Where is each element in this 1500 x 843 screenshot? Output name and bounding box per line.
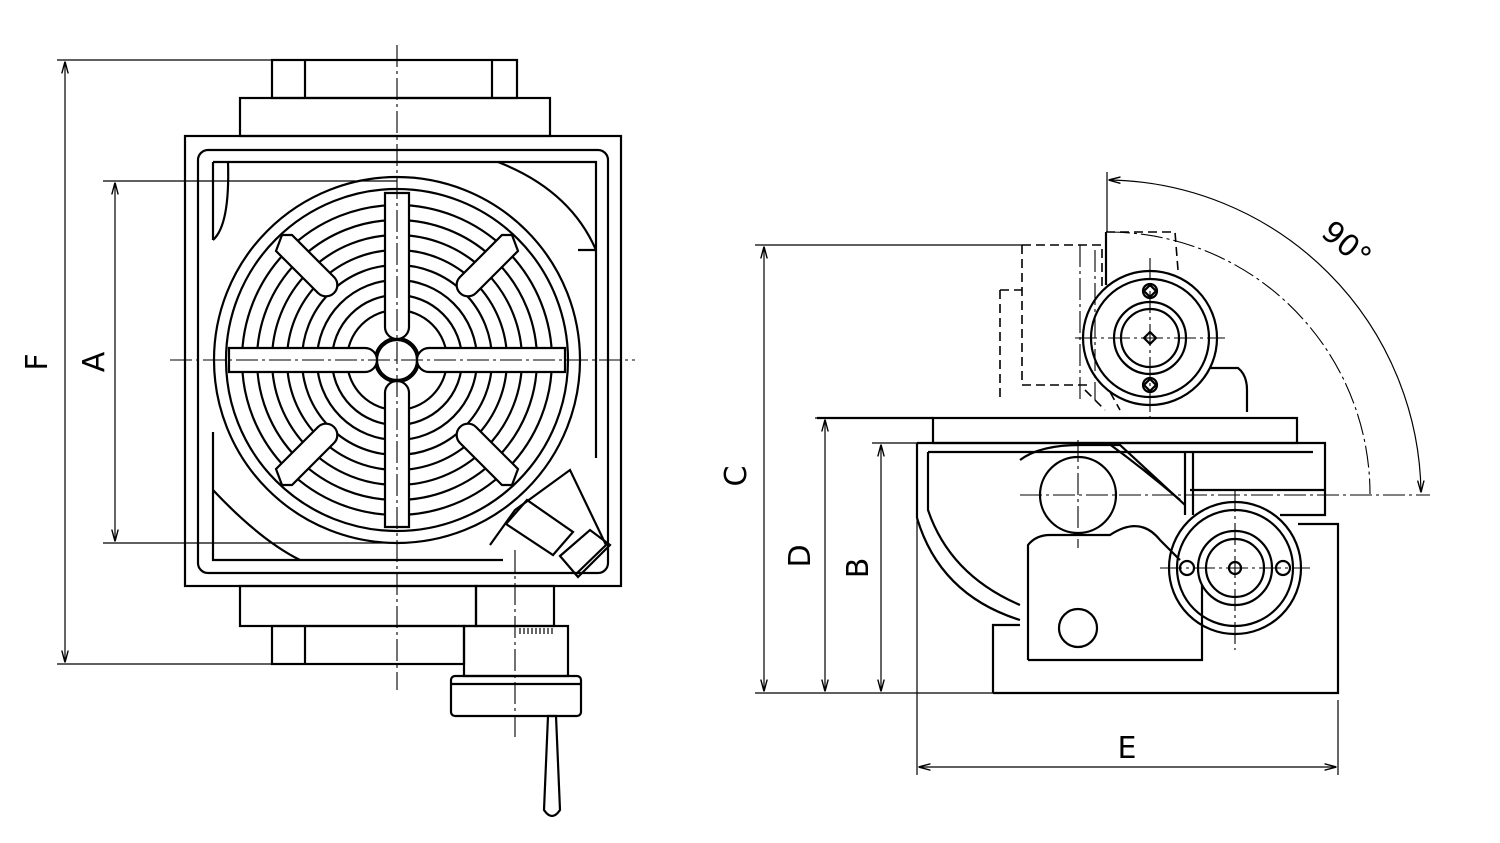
- handwheel: [449, 624, 583, 818]
- top-view: [170, 45, 635, 818]
- dimension-label-A: A: [77, 351, 112, 372]
- tilted-position: [999, 231, 1249, 418]
- dimension-F: F: [20, 59, 272, 665]
- dimension-E: E: [916, 518, 1339, 775]
- side-worm-knob: [1160, 490, 1310, 650]
- dimension-B: B: [841, 442, 917, 691]
- tilting-body: [817, 416, 1327, 622]
- dimension-label-E: E: [1118, 731, 1137, 766]
- dimension-label-C: C: [719, 466, 754, 487]
- dimension-D: D: [783, 417, 933, 691]
- dimension-label-B: B: [841, 558, 876, 579]
- center-lines: [170, 45, 635, 740]
- side-base: [991, 522, 1340, 695]
- dimension-label-F: F: [20, 353, 55, 370]
- worm-housing: [489, 468, 612, 579]
- top-bosses: [238, 58, 552, 138]
- angle-label: 90°: [1314, 214, 1377, 275]
- dimension-label-D: D: [783, 544, 818, 567]
- dimension-C: C: [719, 244, 1022, 694]
- dimension-A: A: [77, 180, 397, 544]
- side-view: [817, 231, 1430, 695]
